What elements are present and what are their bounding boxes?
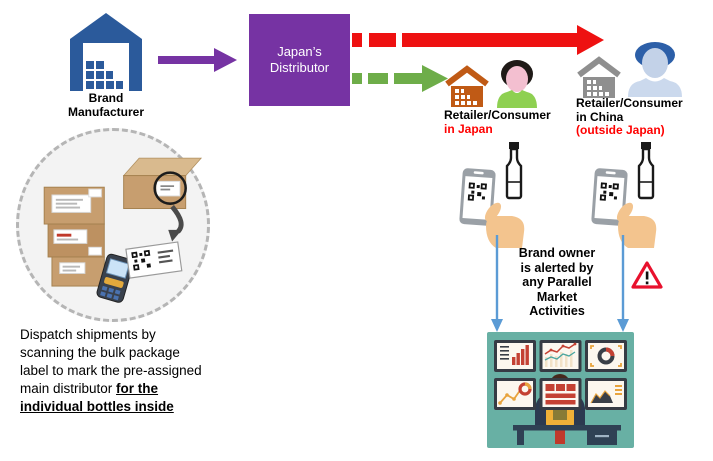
package-scanning-circle [16, 128, 210, 322]
china-retail-house-icon [577, 56, 621, 98]
monitor-table-view [539, 378, 582, 410]
bottle-icon [505, 142, 523, 200]
monitoring-dashboard-illustration [487, 332, 634, 448]
monitor-wall [494, 340, 627, 410]
monitor-trend-chart [494, 378, 536, 410]
parallel-export-red-arrow-icon [352, 25, 604, 55]
warehouse-boxes [86, 61, 123, 89]
smartphone-qr-scan-icon [591, 168, 657, 248]
dispatch-note: Dispatch shipments by scanning the bulk … [20, 326, 212, 416]
box-stack [43, 186, 105, 287]
china-bottle-scan-group [591, 142, 657, 248]
japan-bottle-scan-group [459, 142, 525, 248]
warehouse-icon [70, 13, 142, 91]
smartphone-qr-scan-icon [459, 168, 525, 248]
bottle-icon [637, 142, 655, 200]
hand [616, 202, 657, 248]
curved-arrow-icon [168, 205, 184, 242]
japan-consumer-person-icon [497, 60, 537, 108]
retailer-japan-location: in Japan [444, 121, 493, 136]
hand [484, 202, 525, 248]
alert-flow-arrow-right-icon [617, 235, 629, 332]
manufacturer-to-distributor-arrow-icon [158, 48, 237, 72]
qr-code [599, 182, 619, 201]
brand-manufacturer-label-line2: Manufacturer [67, 105, 144, 119]
barcode-scanner-icon [96, 253, 134, 303]
japan-retail-house-icon [445, 65, 489, 107]
dispatch-note-emphasis: for the individual bottles inside [20, 381, 174, 415]
dispatch-note-text: Dispatch shipments by scanning the bulk … [20, 327, 202, 397]
china-consumer-person-icon [628, 42, 682, 97]
qr-code [467, 182, 487, 201]
magnifier-circle-icon [153, 171, 187, 205]
alert-flow-arrow-left-icon [491, 235, 503, 332]
japans-distributor-box: Japan’s Distributor [249, 14, 350, 106]
monitor-pie-chart [585, 340, 627, 372]
warning-icon [631, 261, 663, 289]
brand-owner-alert-text: Brand owner is alerted by any Parallel M… [518, 246, 596, 318]
distributor-label-line2: Distributor [269, 60, 330, 75]
retailer-japan-title: Retailer/Consumer [444, 108, 551, 122]
monitor-line-chart [539, 340, 582, 372]
monitor-stats-chart [585, 378, 627, 410]
package-scanning-illustration [43, 157, 203, 303]
distributor-label-line1: Japan’s [277, 44, 322, 59]
bulk-package-box [122, 157, 203, 210]
domestic-green-arrow-icon [352, 65, 448, 92]
qr-label [125, 241, 183, 279]
brand-manufacturer-label: Brand Manufacturer [46, 91, 166, 119]
monitor-bar-chart [494, 340, 536, 372]
retailer-china-location: in China [576, 109, 624, 124]
retailer-japan-label: Retailer/Consumer in Japan [444, 108, 574, 136]
brand-manufacturer-label-line1: Brand [88, 91, 124, 105]
retailer-china-label: Retailer/Consumer in China (outside Japa… [576, 96, 710, 138]
retailer-china-note: (outside Japan) [576, 123, 665, 137]
retailer-china-title: Retailer/Consumer [576, 96, 683, 110]
